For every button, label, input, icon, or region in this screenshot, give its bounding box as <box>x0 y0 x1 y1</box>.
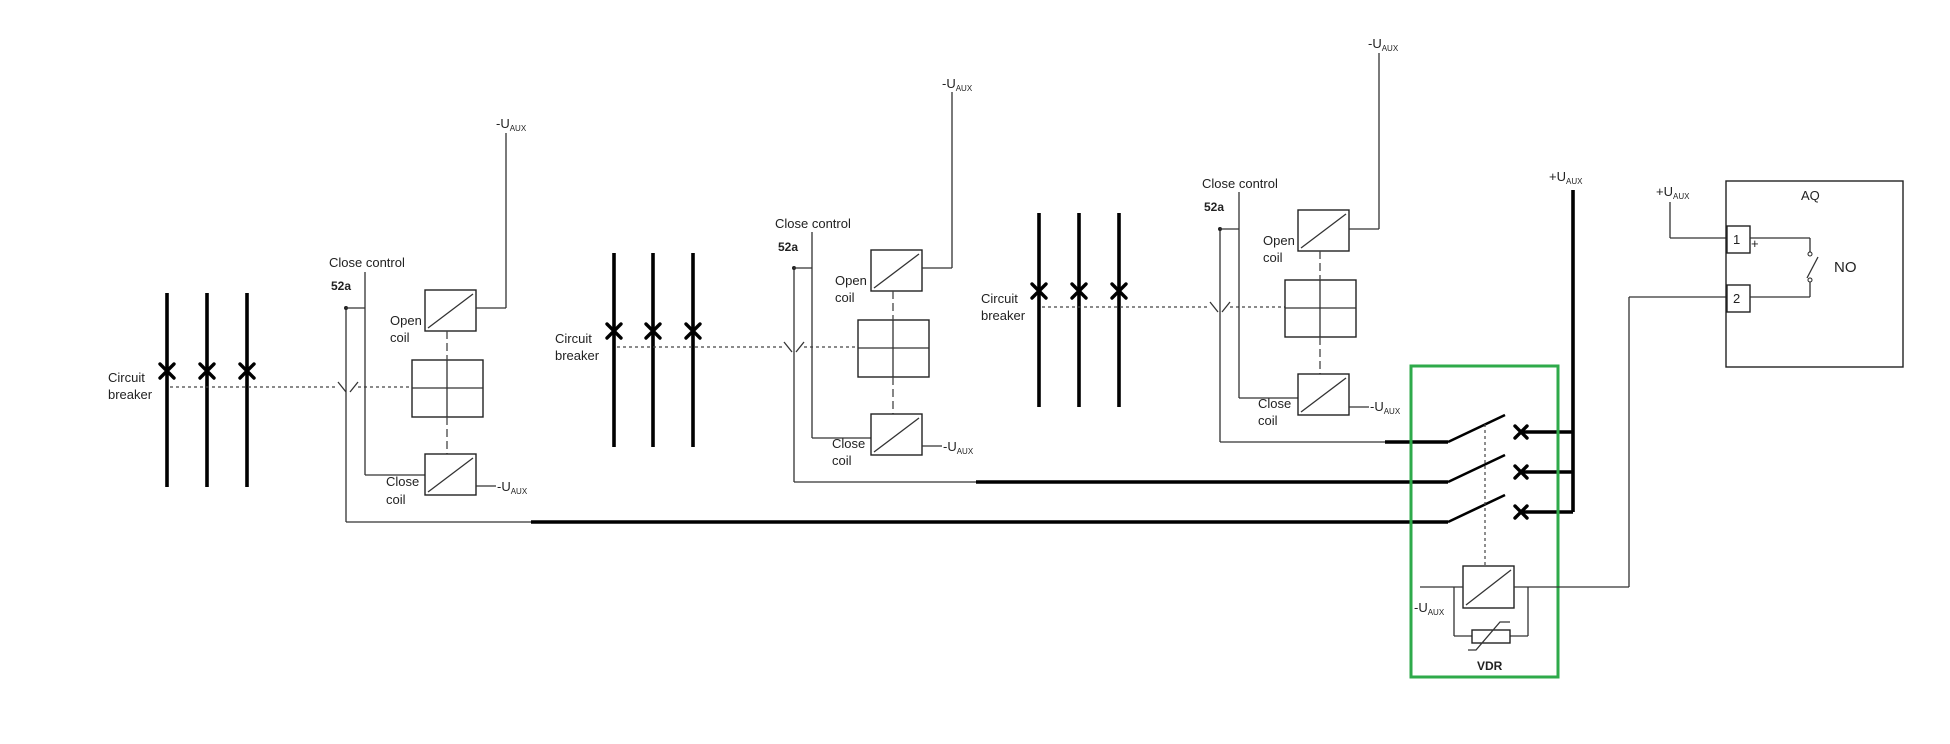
breaker-contact-cross <box>1030 282 1048 300</box>
u-aux-minus-label: -UAUX <box>497 479 528 496</box>
aq-device: +UAUX AQ 1 + 2 NO <box>1628 180 1904 587</box>
coil-label: coil <box>1258 413 1278 428</box>
open-coil-label: Open <box>1263 233 1295 248</box>
breaker-contact-cross <box>644 322 662 340</box>
circuit-breaker-label: breaker <box>555 348 600 363</box>
u-aux-minus-label: -UAUX <box>496 116 527 133</box>
contact-52a-label: 52a <box>1204 200 1224 214</box>
u-aux-plus-label: +UAUX <box>1656 184 1690 201</box>
no-contact-label: NO <box>1834 259 1857 276</box>
terminal-1-label: 1 <box>1733 232 1740 247</box>
vdr-highlight-box <box>1409 364 1560 679</box>
u-aux-minus-label: -UAUX <box>943 439 974 456</box>
close-coil-label: Close <box>1258 396 1291 411</box>
aq-enclosure <box>1725 180 1904 368</box>
breaker-contact-cross <box>1110 282 1128 300</box>
u-aux-minus-label: -UAUX <box>1414 600 1445 617</box>
terminal-2-label: 2 <box>1733 291 1740 306</box>
circuit-breaker-label: Circuit <box>108 370 145 385</box>
contact-52a-label: 52a <box>331 279 351 293</box>
breaker-group-1: Circuit breaker Close control 52a Open c… <box>108 116 531 523</box>
breaker-group-2: Circuit breaker Close control 52a Open c… <box>555 76 976 483</box>
terminal-1 <box>1726 225 1751 254</box>
trip-wiring: +UAUX <box>531 169 1583 570</box>
breaker-contact-cross <box>158 362 176 380</box>
breaker-group-3: Circuit breaker Close control 52a Open c… <box>981 36 1401 443</box>
circuit-breaker-label: breaker <box>981 308 1026 323</box>
terminal-2 <box>1726 284 1751 313</box>
breaker-contact-cross <box>238 362 256 380</box>
breaker-contact-cross <box>684 322 702 340</box>
coil-label: coil <box>835 290 855 305</box>
u-aux-minus-label: -UAUX <box>1370 399 1401 416</box>
u-aux-minus-label: -UAUX <box>1368 36 1399 53</box>
vdr-label: VDR <box>1477 659 1503 673</box>
open-coil-label: Open <box>835 273 867 288</box>
coil-label: coil <box>386 492 406 507</box>
u-aux-minus-label: -UAUX <box>942 76 973 93</box>
coil-label: coil <box>832 453 852 468</box>
breaker-contact-cross <box>605 322 623 340</box>
circuit-breaker-label: Circuit <box>981 291 1018 306</box>
breaker-contact-cross <box>198 362 216 380</box>
u-aux-plus-label: +UAUX <box>1549 169 1583 186</box>
close-control-label: Close control <box>329 255 405 270</box>
vdr-module: -UAUX VDR <box>1409 364 1629 679</box>
circuit-breaker-label: Circuit <box>555 331 592 346</box>
plus-sign: + <box>1751 236 1759 251</box>
contact-52a-label: 52a <box>778 240 798 254</box>
open-coil-label: Open <box>390 313 422 328</box>
aq-title: AQ <box>1801 188 1820 203</box>
coil-label: coil <box>1263 250 1283 265</box>
close-control-label: Close control <box>775 216 851 231</box>
close-coil-label: Close <box>386 474 419 489</box>
close-control-label: Close control <box>1202 176 1278 191</box>
circuit-breaker-label: breaker <box>108 387 153 402</box>
close-coil-label: Close <box>832 436 865 451</box>
varistor <box>1471 629 1511 644</box>
breaker-contact-cross <box>1070 282 1088 300</box>
coil-label: coil <box>390 330 410 345</box>
